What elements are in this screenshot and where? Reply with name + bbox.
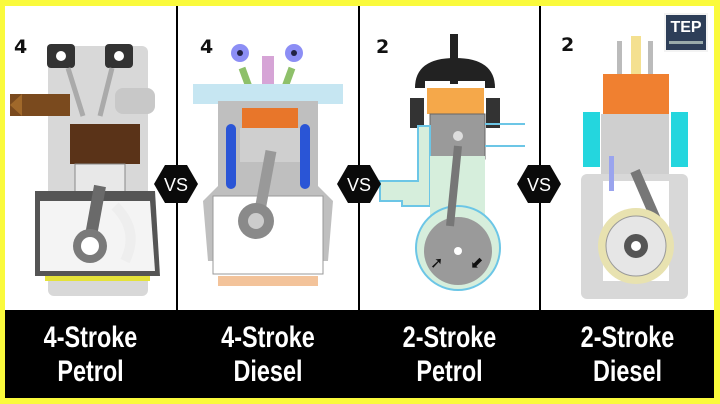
versus-badge: VS [154,165,198,203]
stroke-number: 2 [561,34,575,56]
panel-4-stroke-diesel: 4 [178,6,358,310]
panel-2-stroke-petrol: 2 ➚ ⬋ [360,6,539,310]
stroke-number: 4 [200,36,214,58]
svg-text:VS: VS [347,175,371,195]
panel-4-stroke-petrol: 4 [5,6,176,310]
panel-2-stroke-diesel: 2 TEP [541,6,714,310]
diesel-4-stroke-engine-illustration [193,44,343,286]
petrol-2-stroke-engine-illustration: ➚ ⬋ [379,34,525,291]
versus-badge: VS [337,165,381,203]
stroke-number: 4 [14,36,28,58]
diesel-2-stroke-engine-illustration [581,36,688,299]
svg-text:VS: VS [164,175,188,195]
svg-text:VS: VS [527,175,551,195]
versus-badge: VS [517,165,561,203]
svg-text:⬋: ⬋ [470,255,483,272]
svg-text:➚: ➚ [430,255,443,272]
tep-logo: TEP [664,13,708,52]
stroke-number: 2 [376,36,390,58]
petrol-4-stroke-engine-illustration [10,44,160,296]
infographic-frame: 4 4 [5,6,714,398]
